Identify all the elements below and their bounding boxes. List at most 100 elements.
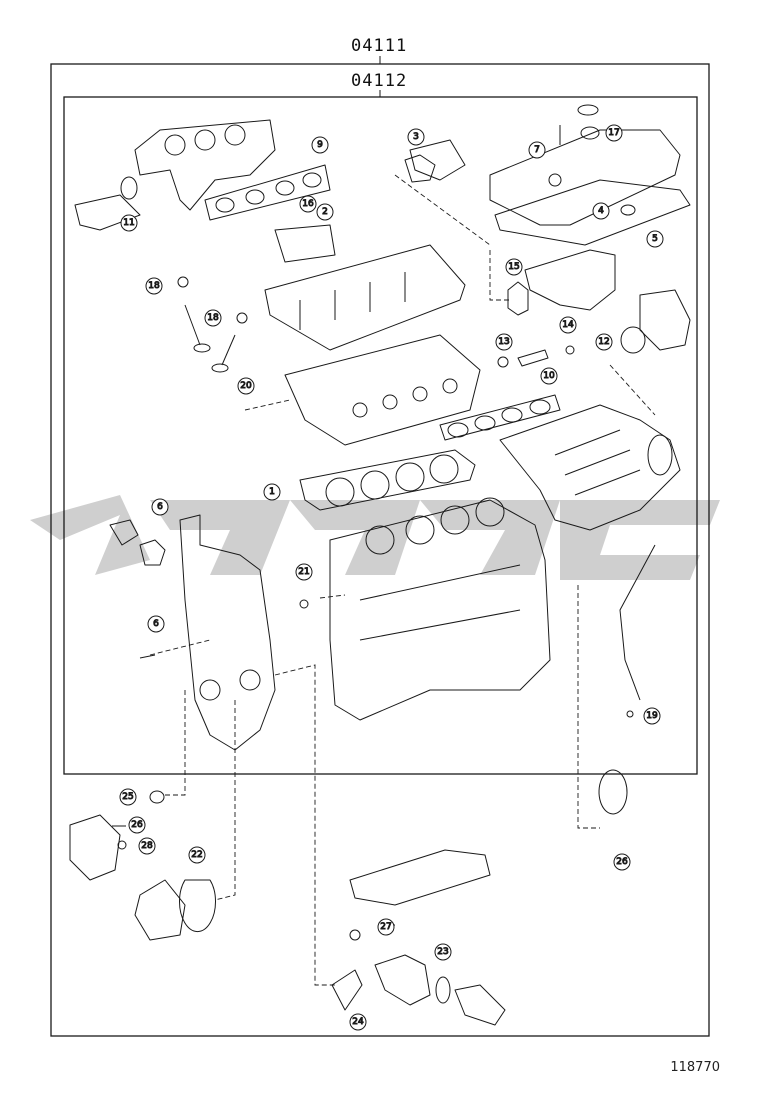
callout-24: 24 xyxy=(349,1013,367,1031)
svg-text:2: 2 xyxy=(322,207,328,217)
oil-level-gauge xyxy=(619,544,656,701)
svg-text:6: 6 xyxy=(153,619,159,629)
timing-cover-gasket xyxy=(139,539,166,566)
svg-text:3: 3 xyxy=(413,132,419,142)
svg-text:6: 6 xyxy=(157,502,163,512)
valve-stem-seal-upper xyxy=(177,276,189,288)
exhaust-manifold xyxy=(74,119,276,231)
cylinder-head-gasket xyxy=(299,449,476,511)
oil-seal-o-ring xyxy=(299,599,309,609)
pcv-hose-seal xyxy=(497,356,509,368)
callout-18a: 18 xyxy=(145,277,163,295)
oil-filter-gasket xyxy=(435,976,451,1004)
callout-3: 3 xyxy=(407,128,425,146)
callout-18b: 18 xyxy=(204,309,222,327)
svg-text:25: 25 xyxy=(122,792,133,802)
svg-text:9: 9 xyxy=(317,140,323,150)
inner-kit-code: 04112 xyxy=(351,71,408,91)
svg-text:22: 22 xyxy=(191,850,202,860)
callout-25: 25 xyxy=(119,788,137,806)
callout-22: 22 xyxy=(188,846,206,864)
callout-7: 7 xyxy=(528,141,546,159)
intake-manifold-gasket xyxy=(439,394,561,441)
callout-17: 17 xyxy=(605,124,623,142)
outer-kit-code: 04111 xyxy=(351,36,408,56)
cam-bearing-cap xyxy=(274,224,336,263)
rear-oil-seal xyxy=(598,769,628,815)
callout-5: 5 xyxy=(646,230,664,248)
chain-tensioner xyxy=(109,519,139,546)
figure-number: 118770 xyxy=(670,1060,720,1075)
water-pump xyxy=(69,814,121,881)
svg-text:10: 10 xyxy=(543,371,555,381)
water-pump-gasket xyxy=(179,879,216,933)
callout-20: 20 xyxy=(237,377,255,395)
drain-plug-gasket xyxy=(117,840,127,850)
callout-10: 10 xyxy=(540,367,558,385)
timing-cover-bolt xyxy=(139,654,156,659)
callout-1: 1 xyxy=(263,483,281,501)
oil-pan-drain-plug xyxy=(349,929,361,941)
svg-text:4: 4 xyxy=(598,206,604,216)
callout-26a: 26 xyxy=(128,816,146,834)
svg-text:16: 16 xyxy=(302,199,314,209)
head-cover-gasket xyxy=(494,179,691,246)
svg-text:14: 14 xyxy=(562,320,574,330)
callout-21: 21 xyxy=(295,563,313,581)
svg-text:19: 19 xyxy=(646,711,658,721)
leader-lines xyxy=(149,174,656,986)
timing-chain-cover xyxy=(179,514,276,751)
exhaust-manifold-gasket xyxy=(204,164,331,221)
callout-6a: 6 xyxy=(151,498,169,516)
throttle-body-gasket xyxy=(620,326,646,354)
svg-text:21: 21 xyxy=(298,567,309,577)
water-pump-pulley xyxy=(134,879,186,941)
callout-26b: 26 xyxy=(613,853,631,871)
svg-text:11: 11 xyxy=(123,218,134,228)
callout-23: 23 xyxy=(434,943,452,961)
svg-text:28: 28 xyxy=(141,841,153,851)
callout-28: 28 xyxy=(138,837,156,855)
cylinder-head xyxy=(284,334,481,446)
callout-11: 11 xyxy=(120,214,138,232)
exhaust-ring-gasket xyxy=(120,176,138,200)
valve-stem-seal xyxy=(236,312,248,324)
svg-text:17: 17 xyxy=(608,128,619,138)
oil-filter-bracket xyxy=(454,984,506,1026)
water-outlet-gasket xyxy=(507,281,529,316)
svg-text:15: 15 xyxy=(508,262,519,272)
svg-text:5: 5 xyxy=(652,234,658,244)
ventilation-case xyxy=(409,139,466,181)
svg-text:1: 1 xyxy=(269,487,275,497)
callout-15: 15 xyxy=(505,258,523,276)
svg-text:23: 23 xyxy=(437,947,448,957)
oil-filler-cap xyxy=(577,104,599,116)
cylinder-head-cover xyxy=(489,129,681,226)
callout-4: 4 xyxy=(592,202,610,220)
cylinder-block xyxy=(329,497,551,721)
svg-text:24: 24 xyxy=(352,1017,364,1027)
callout-14: 14 xyxy=(559,316,577,334)
spark-plug-tube-gasket xyxy=(620,204,636,216)
svg-text:20: 20 xyxy=(240,381,252,391)
svg-text:18: 18 xyxy=(207,313,219,323)
oil-filler-cap-gasket xyxy=(580,126,600,140)
pcv-grommet xyxy=(565,345,575,355)
callouts: 1 2 3 4 5 6 6 7 9 10 11 12 13 14 15 16 1… xyxy=(119,124,664,1031)
water-pump-seal xyxy=(149,790,165,804)
svg-text:13: 13 xyxy=(498,337,509,347)
svg-text:26: 26 xyxy=(616,857,628,867)
water-outlet xyxy=(524,249,616,311)
oil-strainer-gasket xyxy=(331,969,363,1011)
intake-valve xyxy=(184,304,211,353)
ventilation-case-gasket xyxy=(404,154,436,183)
throttle-body-part xyxy=(639,289,691,351)
svg-text:27: 27 xyxy=(380,922,391,932)
callout-12: 12 xyxy=(595,333,613,351)
oil-level-gauge-o-ring xyxy=(626,710,634,718)
exhaust-valve xyxy=(211,334,236,373)
camshaft-housing xyxy=(264,244,466,351)
callout-19: 19 xyxy=(643,707,661,725)
callout-9: 9 xyxy=(311,136,329,154)
